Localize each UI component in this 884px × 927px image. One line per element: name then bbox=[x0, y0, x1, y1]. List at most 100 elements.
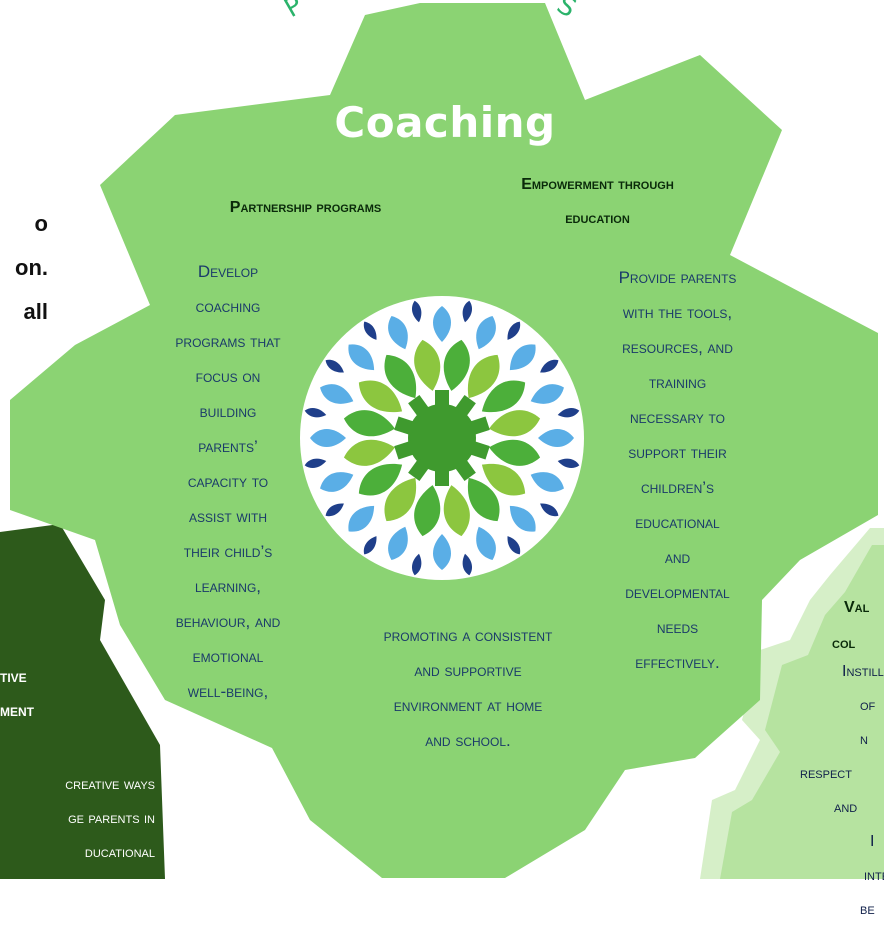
text-line: education bbox=[565, 210, 630, 227]
text-line: resources, and bbox=[622, 338, 733, 357]
blue-leaf bbox=[388, 526, 408, 560]
dark-leaf bbox=[325, 359, 344, 373]
text-line: needs bbox=[656, 618, 699, 637]
green-leaf bbox=[384, 354, 417, 399]
text-line: support their bbox=[628, 443, 727, 462]
text-line: inte bbox=[864, 867, 884, 884]
right-gear-heading: Val col bbox=[810, 590, 884, 662]
text-line: and school. bbox=[425, 731, 511, 750]
text-line: their child’s bbox=[183, 542, 273, 561]
text-line: Empowerment through bbox=[521, 176, 674, 193]
dark-leaf bbox=[540, 359, 559, 373]
text-line: and bbox=[834, 799, 858, 816]
text-line: coaching bbox=[195, 297, 261, 316]
blue-leaf bbox=[433, 306, 451, 342]
green-leaf bbox=[414, 339, 441, 391]
gear-diagram bbox=[0, 3, 884, 879]
text-line: behaviour, and bbox=[175, 612, 281, 631]
right-gear-inner bbox=[720, 545, 884, 879]
text-line: training bbox=[648, 373, 707, 392]
dark-leaf bbox=[411, 553, 422, 576]
text-line: building bbox=[199, 402, 257, 421]
text-line: Val bbox=[844, 599, 870, 616]
text-line: of n bbox=[860, 697, 876, 748]
partnership-heading: Partnership programs bbox=[229, 199, 382, 216]
green-leaf bbox=[443, 485, 470, 537]
left-dark-gear bbox=[0, 524, 165, 879]
dark-leaf bbox=[507, 321, 521, 340]
blue-leaf bbox=[433, 534, 451, 570]
text-line: be bbox=[860, 901, 875, 918]
text-line: assist with bbox=[188, 507, 268, 526]
green-leaf bbox=[481, 380, 526, 413]
blue-leaf bbox=[530, 472, 564, 492]
green-leaf bbox=[443, 339, 470, 391]
text-line: well-being, bbox=[187, 682, 269, 701]
green-leaf bbox=[414, 485, 441, 537]
green-leaf bbox=[358, 463, 403, 496]
partnership-body: Develop coaching programs that focus on … bbox=[128, 254, 328, 709]
text-line: focus on bbox=[195, 367, 261, 386]
bottom-text: promoting a consistent and supportive en… bbox=[318, 618, 618, 758]
text-line: and bbox=[664, 548, 691, 567]
blue-leaf bbox=[348, 505, 375, 532]
blue-leaf bbox=[509, 344, 536, 371]
text-line: environment at home bbox=[393, 696, 543, 715]
blue-leaf bbox=[320, 472, 354, 492]
text-line: with the tools, bbox=[622, 303, 733, 322]
dark-leaf bbox=[325, 503, 344, 517]
text-line: tive bbox=[0, 667, 27, 686]
text-line: developmental bbox=[625, 583, 730, 602]
dark-leaf bbox=[540, 503, 559, 517]
blue-leaf bbox=[320, 384, 354, 404]
left-partial-text: o on. all bbox=[0, 202, 48, 334]
text-line: Develop bbox=[197, 262, 259, 281]
green-leaf bbox=[343, 439, 395, 466]
text-line: children’s bbox=[640, 478, 715, 497]
left-gear-body: creative ways ge parents in ducational bbox=[0, 768, 155, 870]
green-leaf bbox=[481, 463, 526, 496]
dark-leaf bbox=[363, 321, 377, 340]
text-line: promoting a consistent bbox=[383, 626, 553, 645]
empowerment-body: Provide parents with the tools, resource… bbox=[580, 260, 775, 680]
green-leaf bbox=[489, 439, 541, 466]
dark-leaf bbox=[507, 536, 521, 555]
blue-leaf bbox=[388, 316, 408, 350]
center-gear-icon bbox=[394, 390, 490, 486]
left-partial-line: all bbox=[23, 299, 48, 324]
right-gear-body: Instill of n respect and I inte be bbox=[770, 655, 884, 927]
text-line: Instill bbox=[842, 663, 884, 680]
dark-leaf bbox=[411, 300, 422, 323]
text-line: parents’ bbox=[198, 437, 258, 456]
dark-leaf bbox=[557, 458, 580, 469]
text-line: and supportive bbox=[414, 661, 522, 680]
text-line: effectively. bbox=[635, 653, 720, 672]
left-partial-line: on. bbox=[15, 255, 48, 280]
left-gear-heading: tive ment bbox=[0, 660, 70, 728]
empowerment-heading: Empowerment through education bbox=[445, 168, 750, 236]
green-leaf bbox=[467, 354, 500, 399]
text-line: emotional bbox=[192, 647, 264, 666]
green-leaf bbox=[467, 477, 500, 522]
text-line: creative ways bbox=[65, 776, 155, 793]
gear-title: Coaching bbox=[334, 98, 556, 147]
dark-leaf bbox=[304, 458, 327, 469]
dark-leaf bbox=[304, 407, 327, 418]
blue-leaf bbox=[538, 429, 574, 447]
text-line: capacity to bbox=[187, 472, 269, 491]
text-line: necessary to bbox=[630, 408, 725, 427]
dark-leaf bbox=[363, 536, 377, 555]
green-leaf bbox=[358, 380, 403, 413]
leaf-emblem bbox=[304, 300, 580, 576]
text-line: respect bbox=[800, 765, 852, 782]
green-leaf bbox=[384, 477, 417, 522]
blue-leaf bbox=[530, 384, 564, 404]
blue-leaf bbox=[310, 429, 346, 447]
text-line: ge parents in bbox=[68, 810, 155, 827]
text-line: educational bbox=[635, 513, 720, 532]
green-leaf bbox=[343, 410, 395, 437]
text-line: learning, bbox=[194, 577, 262, 596]
text-line: ment bbox=[0, 701, 34, 720]
blue-leaf bbox=[476, 316, 496, 350]
blue-leaf bbox=[348, 344, 375, 371]
